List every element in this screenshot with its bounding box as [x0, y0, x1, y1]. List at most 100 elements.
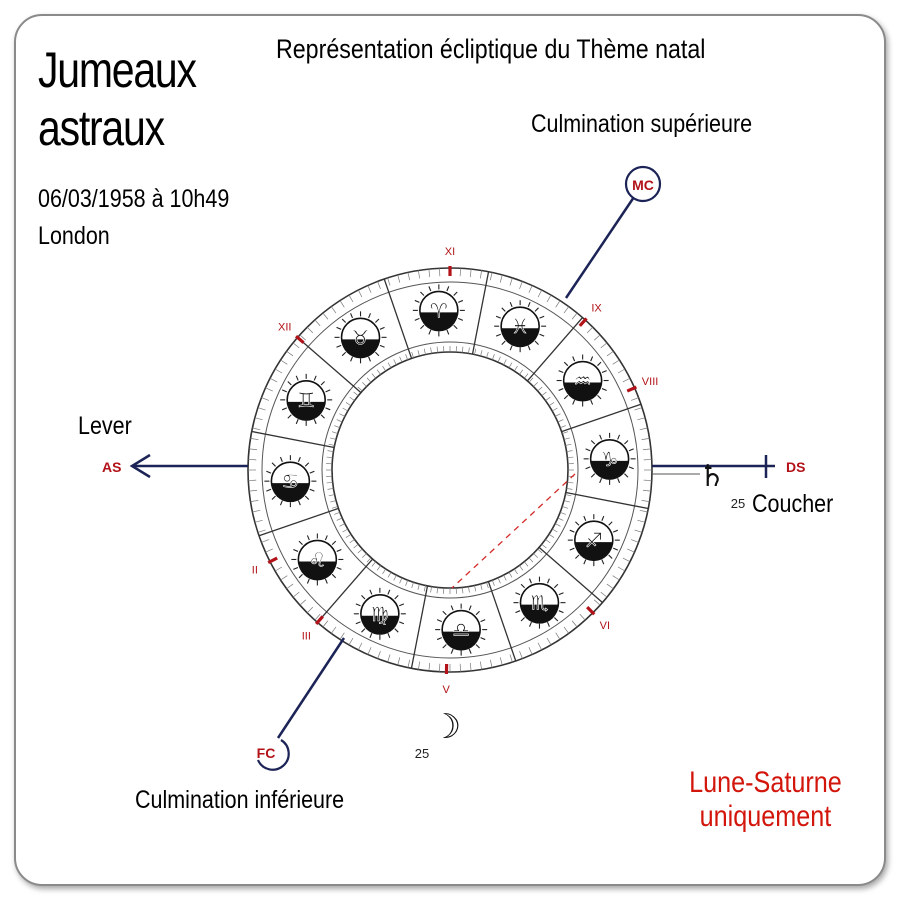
degree-tick	[486, 582, 489, 589]
degree-tick	[642, 448, 651, 451]
degree-tick	[331, 506, 338, 509]
degree-tick	[630, 397, 639, 401]
degree-tick	[545, 396, 551, 401]
degree-tick	[469, 662, 472, 671]
degree-tick	[306, 606, 314, 614]
degree-tick	[546, 637, 552, 646]
degree-tick	[533, 553, 538, 558]
degree-tick	[571, 312, 578, 320]
degree-tick	[292, 342, 300, 349]
sign-leo-icon: ♌	[291, 533, 344, 586]
sign-cancer-icon: ♋	[264, 455, 317, 508]
degree-tick	[430, 347, 432, 354]
sign-scorpio-glyph: ♏	[531, 591, 549, 615]
degree-tick	[545, 539, 551, 544]
house-cusp-mark	[626, 385, 638, 393]
title-line-1: Jumeaux	[38, 42, 197, 98]
note-line-1: Lune-Saturne	[689, 766, 842, 799]
degree-tick	[387, 572, 392, 578]
degree-tick	[387, 362, 392, 368]
degree-tick	[548, 402, 555, 407]
degree-tick	[519, 565, 524, 571]
degree-tick	[489, 659, 493, 668]
degree-tick	[565, 494, 572, 497]
sign-divider	[471, 271, 490, 355]
sign-divider	[251, 430, 335, 449]
as-arrow	[129, 453, 151, 479]
degree-tick	[342, 407, 348, 412]
degree-tick	[503, 359, 507, 366]
degree-tick	[593, 599, 601, 606]
degree-tick	[528, 285, 533, 293]
degree-tick	[480, 270, 482, 279]
sign-sagittarius-icon: ♐	[567, 514, 620, 567]
degree-tick	[497, 356, 501, 363]
degree-tick	[642, 489, 651, 492]
moon-glyph: ☽	[431, 707, 461, 747]
degree-tick	[353, 543, 359, 549]
house-label: V	[443, 684, 451, 696]
degree-tick	[339, 413, 346, 417]
degree-tick	[508, 572, 513, 578]
degree-tick	[405, 354, 409, 360]
degree-tick	[405, 580, 409, 586]
degree-tick	[499, 274, 503, 283]
degree-tick	[349, 396, 355, 401]
degree-tick	[641, 438, 650, 440]
degree-tick	[563, 500, 570, 503]
degree-tick	[367, 285, 372, 293]
degree-tick	[252, 509, 261, 513]
degree-tick	[508, 362, 513, 368]
sign-divider	[565, 491, 649, 510]
sign-libra-icon: ♎	[435, 603, 488, 656]
sign-divider	[538, 546, 603, 604]
title-line-2: astraux	[38, 100, 165, 156]
degree-tick	[327, 450, 334, 452]
sign-divider	[316, 558, 374, 623]
degree-tick	[627, 548, 635, 553]
degree-tick	[326, 456, 333, 459]
degree-tick	[328, 443, 335, 446]
degree-tick	[546, 294, 552, 303]
degree-tick	[292, 591, 300, 598]
fc-caption: Culmination inférieure	[135, 786, 345, 814]
degree-tick	[366, 377, 372, 383]
degree-tick	[566, 488, 573, 490]
sign-libra-glyph: ♎	[452, 618, 470, 642]
degree-tick	[393, 574, 397, 581]
sign-capricorn-glyph: ♑	[601, 447, 619, 471]
degree-tick	[250, 438, 259, 440]
degree-tick	[382, 568, 387, 575]
dsc-caption: Coucher	[752, 490, 834, 518]
sign-dividers	[251, 271, 649, 669]
degree-tick	[509, 277, 513, 286]
degree-tick	[322, 620, 329, 628]
degree-tick	[265, 387, 273, 392]
degree-tick	[612, 575, 620, 581]
degree-tick	[418, 270, 420, 279]
degree-tick	[541, 543, 547, 549]
degree-tick	[513, 365, 518, 372]
degree-tick	[555, 632, 561, 640]
degree-tick	[503, 574, 507, 581]
degree-tick	[555, 300, 561, 308]
degree-tick	[280, 359, 288, 365]
degree-tick	[617, 566, 626, 572]
degree-tick	[362, 382, 367, 387]
house-label: II	[252, 564, 258, 576]
sign-divider	[410, 585, 429, 669]
degree-tick	[593, 334, 601, 341]
sign-aquarius-glyph: ♒	[574, 369, 592, 393]
moon-degree: 25	[415, 746, 429, 761]
degree-tick	[563, 306, 570, 314]
asc-caption: Lever	[78, 412, 132, 440]
degree-tick	[377, 281, 381, 290]
degree-tick	[630, 539, 639, 543]
degree-tick	[513, 568, 518, 575]
degree-tick	[637, 519, 646, 523]
degree-tick	[411, 582, 414, 589]
degree-tick	[552, 528, 558, 533]
sign-virgo-icon: ♍	[353, 587, 406, 640]
sign-virgo-glyph: ♍	[371, 602, 389, 626]
